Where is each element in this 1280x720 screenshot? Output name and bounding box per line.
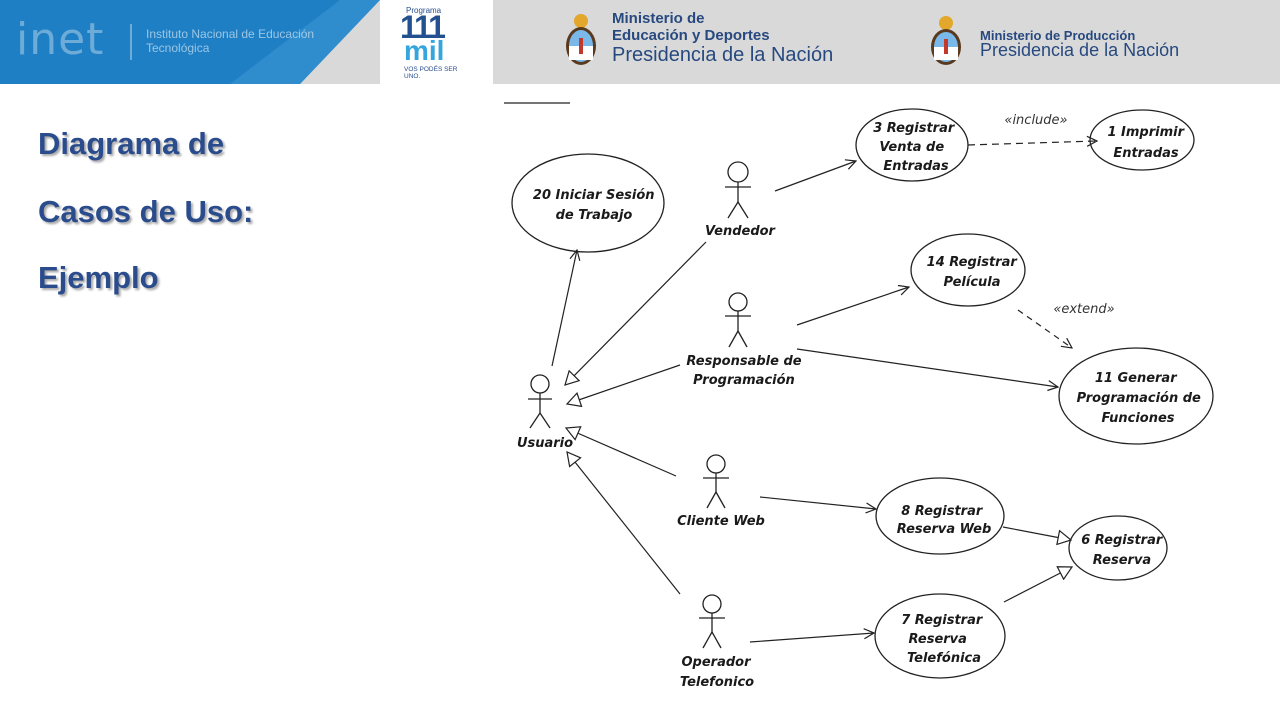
use-case-7-label-line1: 7 Registrar bbox=[901, 613, 984, 628]
extend-uc11-uc14 bbox=[1017, 309, 1072, 348]
actor-cliente-web-label: Cliente Web bbox=[677, 514, 765, 529]
assoc-usuario-uc20 bbox=[551, 250, 577, 367]
gen-responsable-usuario bbox=[565, 364, 681, 408]
use-case-20-label-line1: 20 Iniciar Sesión bbox=[533, 188, 655, 203]
ministry2-line2: Presidencia de la Nación bbox=[980, 40, 1180, 60]
inet-banner: inet Instituto Nacional de Educación Tec… bbox=[0, 0, 380, 84]
assoc-operador-uc7 bbox=[749, 633, 874, 643]
actor-responsable-label-line1: Responsable de bbox=[686, 354, 801, 369]
programa-tagline: VOS PODÉS SER UNO. bbox=[404, 66, 458, 80]
use-case-6-label: 6 Registrar Reserva bbox=[1081, 533, 1167, 568]
actor-operador-label-line2: Telefonico bbox=[680, 675, 754, 690]
include-uc3-uc1 bbox=[967, 141, 1097, 145]
gen-uc7-uc6 bbox=[1003, 566, 1074, 603]
programa-label: Programa bbox=[406, 6, 442, 15]
use-case-11-label: 11 Generar Programación de Funciones bbox=[1077, 371, 1206, 426]
actor-cliente-web-figure bbox=[703, 454, 729, 509]
use-case-3-label: 3 Registrar Venta de Entradas bbox=[873, 121, 959, 174]
gen-operador-usuario bbox=[566, 451, 681, 595]
ministry1-line2: Educación y Deportes bbox=[612, 27, 770, 44]
actor-vendedor-label: Vendedor bbox=[705, 224, 777, 239]
use-case-1-label-line2: Entradas bbox=[1113, 146, 1179, 161]
assoc-responsable-uc14 bbox=[796, 287, 909, 326]
inet-logo: inet bbox=[16, 14, 105, 65]
use-case-11-ellipse bbox=[1058, 347, 1214, 445]
programa-number: 111 bbox=[400, 9, 446, 45]
use-case-1-label-line1: 1 Imprimir bbox=[1107, 125, 1185, 140]
include-stereotype-label: «include» bbox=[1004, 113, 1067, 128]
programa-111-mil-logo: Programa 111 mil VOS PODÉS SER UNO. bbox=[380, 0, 493, 84]
use-case-8-label: 8 Registrar Reserva Web bbox=[897, 504, 992, 537]
slide-title-line1: Diagrama de bbox=[38, 126, 225, 161]
actor-responsable-figure bbox=[725, 292, 751, 348]
inet-name: Instituto Nacional de Educación Tecnológ… bbox=[146, 27, 315, 55]
gen-vendedor-usuario bbox=[564, 241, 707, 386]
use-case-11-label-line3: Funciones bbox=[1101, 411, 1174, 426]
header-band: inet Instituto Nacional de Educación Tec… bbox=[0, 0, 1280, 84]
actor-responsable-label-line2: Programación bbox=[693, 373, 795, 388]
use-case-3-label-line2: Venta de bbox=[879, 140, 944, 155]
extend-stereotype-label: «extend» bbox=[1053, 302, 1114, 317]
ministry1-line3: Presidencia de la Nación bbox=[612, 44, 834, 66]
actor-usuario-label: Usuario bbox=[517, 436, 573, 451]
use-case-3-label-line1: 3 Registrar bbox=[873, 121, 956, 136]
use-case-7-label-line3: Telefónica bbox=[907, 651, 981, 666]
actor-usuario-figure bbox=[528, 374, 552, 429]
assoc-responsable-uc11 bbox=[796, 348, 1058, 387]
slide-title-line2: Casos de Uso: bbox=[38, 194, 254, 229]
ministry1-line1: Ministerio de bbox=[612, 10, 705, 27]
actor-operador-figure bbox=[699, 594, 725, 649]
argentina-seal-icon-2 bbox=[931, 16, 961, 65]
use-case-20-ellipse bbox=[511, 153, 665, 253]
gen-uc8-uc6 bbox=[1002, 526, 1073, 546]
inet-divider bbox=[130, 24, 132, 60]
use-case-14-ellipse bbox=[910, 233, 1026, 307]
assoc-vendedor-uc3 bbox=[774, 161, 856, 192]
use-case-8-label-line1: 8 Registrar bbox=[901, 504, 984, 519]
gen-cliente-usuario bbox=[564, 426, 677, 477]
use-case-1-ellipse bbox=[1089, 109, 1195, 171]
argentina-seal-icon bbox=[566, 14, 596, 65]
use-case-7-label: 7 Registrar Reserva Telefónica bbox=[901, 613, 987, 666]
programa-mil: mil bbox=[404, 35, 445, 66]
use-case-6-label-line1: 6 Registrar bbox=[1081, 533, 1164, 548]
use-case-20-label: 20 Iniciar Sesión de Trabajo bbox=[533, 188, 659, 223]
use-case-8-label-line2: Reserva Web bbox=[897, 522, 992, 537]
slide-title-line3: Ejemplo bbox=[38, 260, 159, 295]
use-case-20-label-line2: de Trabajo bbox=[556, 208, 633, 223]
use-case-1-label: 1 Imprimir Entradas bbox=[1107, 125, 1188, 161]
actor-vendedor-figure bbox=[725, 161, 751, 219]
actor-operador-label-line1: Operador bbox=[681, 655, 752, 670]
use-case-14-label-line1: 14 Registrar bbox=[927, 255, 1019, 270]
use-case-11-label-line2: Programación de bbox=[1077, 391, 1201, 406]
use-case-7-label-line2: Reserva bbox=[909, 632, 967, 647]
inet-banner-shape bbox=[0, 0, 380, 84]
use-case-8-ellipse bbox=[875, 477, 1005, 555]
ministry2-line1: Ministerio de Producción bbox=[980, 28, 1136, 43]
use-case-14-label: 14 Registrar Película bbox=[927, 255, 1022, 290]
use-case-14-label-line2: Película bbox=[943, 275, 1000, 290]
use-case-11-label-line1: 11 Generar bbox=[1095, 371, 1178, 386]
use-case-6-ellipse bbox=[1068, 515, 1168, 581]
use-case-6-label-line2: Reserva bbox=[1093, 553, 1151, 568]
use-case-3-label-line3: Entradas bbox=[883, 159, 949, 174]
assoc-cliente-uc8 bbox=[759, 496, 876, 509]
